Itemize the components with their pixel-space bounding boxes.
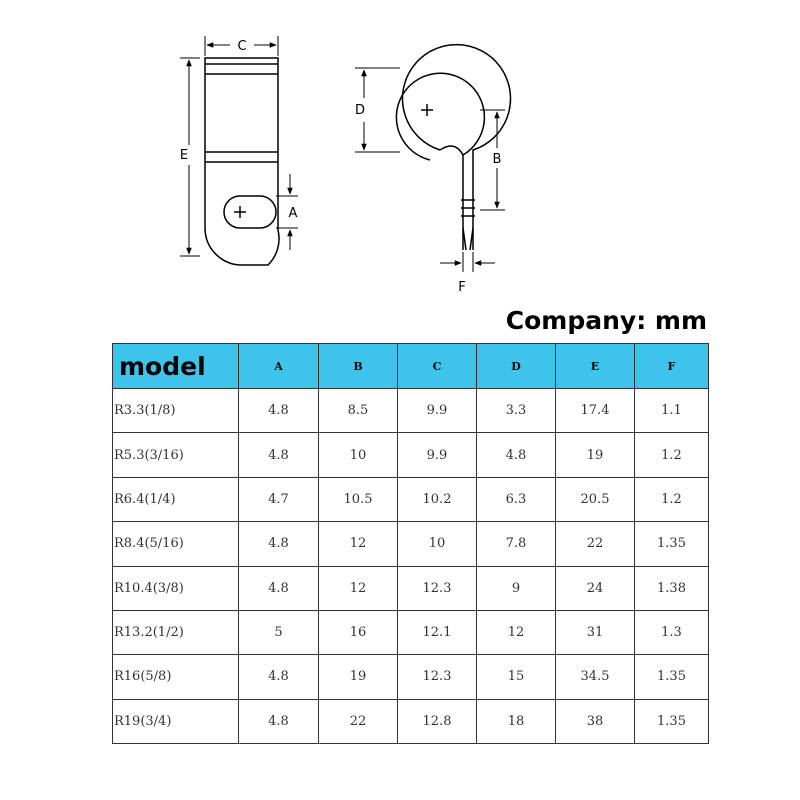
header-e: E xyxy=(555,343,635,389)
cell-b: 8.5 xyxy=(318,387,398,434)
cell-b: 16 xyxy=(318,609,398,656)
dimension-d xyxy=(355,67,400,153)
header-b: B xyxy=(318,343,398,389)
table-row: R10.4(3/8) 4.8 12 12.3 9 24 1.38 xyxy=(112,565,709,611)
cell-d: 3.3 xyxy=(476,387,556,434)
cell-d: 4.8 xyxy=(476,432,556,478)
cell-f: 1.35 xyxy=(634,698,709,745)
cell-f: 1.3 xyxy=(634,609,709,656)
table-row: R5.3(3/16) 4.8 10 9.9 4.8 19 1.2 xyxy=(112,432,709,478)
cell-e: 34.5 xyxy=(555,654,635,700)
cell-f: 1.1 xyxy=(634,387,709,434)
label-b: B xyxy=(493,152,502,167)
spec-table: model A B C D E F R3.3(1/8) 4.8 8.5 9.9 … xyxy=(112,343,709,745)
cell-f: 1.35 xyxy=(634,654,709,700)
cell-e: 20.5 xyxy=(555,476,635,523)
dimension-f xyxy=(440,252,495,272)
header-model: model xyxy=(112,343,239,389)
cell-model: R6.4(1/4) xyxy=(112,476,239,523)
cell-e: 24 xyxy=(555,565,635,611)
cell-c: 12.1 xyxy=(397,609,477,656)
dimension-b xyxy=(480,109,505,211)
header-a: A xyxy=(238,343,319,389)
header-f: F xyxy=(634,343,709,389)
cell-a: 4.8 xyxy=(238,387,319,434)
cell-b: 12 xyxy=(318,521,398,567)
table-row: R19(3/4) 4.8 22 12.8 18 38 1.35 xyxy=(112,698,709,745)
cell-a: 4.8 xyxy=(238,432,319,478)
cell-a: 4.8 xyxy=(238,521,319,567)
cell-b: 10.5 xyxy=(318,476,398,523)
cell-e: 19 xyxy=(555,432,635,478)
cell-a: 5 xyxy=(238,609,319,656)
table-row: R6.4(1/4) 4.7 10.5 10.2 6.3 20.5 1.2 xyxy=(112,476,709,523)
cell-c: 12.3 xyxy=(397,565,477,611)
cell-f: 1.2 xyxy=(634,432,709,478)
cell-d: 18 xyxy=(476,698,556,745)
cell-model: R5.3(3/16) xyxy=(112,432,239,478)
cell-c: 9.9 xyxy=(397,387,477,434)
cell-c: 12.3 xyxy=(397,654,477,700)
cell-f: 1.38 xyxy=(634,565,709,611)
clamp-dimension-diagram: C E A D B xyxy=(180,36,512,295)
cell-c: 10.2 xyxy=(397,476,477,523)
cell-d: 6.3 xyxy=(476,476,556,523)
cell-c: 10 xyxy=(397,521,477,567)
unit-caption: Company: mm xyxy=(505,306,707,335)
cell-b: 10 xyxy=(318,432,398,478)
cell-model: R13.2(1/2) xyxy=(112,609,239,656)
label-a: A xyxy=(289,206,298,221)
table-row: R3.3(1/8) 4.8 8.5 9.9 3.3 17.4 1.1 xyxy=(112,387,709,434)
label-f: F xyxy=(458,280,465,295)
cell-f: 1.2 xyxy=(634,476,709,523)
cell-model: R16(5/8) xyxy=(112,654,239,700)
cell-a: 4.7 xyxy=(238,476,319,523)
cell-f: 1.35 xyxy=(634,521,709,567)
cell-b: 19 xyxy=(318,654,398,700)
cell-d: 15 xyxy=(476,654,556,700)
cell-model: R8.4(5/16) xyxy=(112,521,239,567)
cell-a: 4.8 xyxy=(238,698,319,745)
label-c: C xyxy=(237,39,246,54)
side-view xyxy=(395,43,512,251)
dimension-a xyxy=(276,174,298,250)
cell-d: 7.8 xyxy=(476,521,556,567)
table-row: R16(5/8) 4.8 19 12.3 15 34.5 1.35 xyxy=(112,654,709,700)
cell-model: R19(3/4) xyxy=(112,698,239,745)
cell-c: 9.9 xyxy=(397,432,477,478)
cell-e: 38 xyxy=(555,698,635,745)
cell-a: 4.8 xyxy=(238,654,319,700)
cell-e: 17.4 xyxy=(555,387,635,434)
label-d: D xyxy=(355,103,365,118)
cell-b: 22 xyxy=(318,698,398,745)
cell-model: R3.3(1/8) xyxy=(112,387,239,434)
front-view xyxy=(204,57,280,266)
cell-model: R10.4(3/8) xyxy=(112,565,239,611)
label-e: E xyxy=(180,148,188,163)
header-c: C xyxy=(397,343,477,389)
table-row: R13.2(1/2) 5 16 12.1 12 31 1.3 xyxy=(112,609,709,656)
dimension-e xyxy=(180,57,200,257)
cell-e: 31 xyxy=(555,609,635,656)
table-header-row: model A B C D E F xyxy=(112,343,709,389)
cell-e: 22 xyxy=(555,521,635,567)
table-row: R8.4(5/16) 4.8 12 10 7.8 22 1.35 xyxy=(112,521,709,567)
cell-b: 12 xyxy=(318,565,398,611)
cell-c: 12.8 xyxy=(397,698,477,745)
cell-d: 12 xyxy=(476,609,556,656)
cell-d: 9 xyxy=(476,565,556,611)
header-d: D xyxy=(476,343,556,389)
cell-a: 4.8 xyxy=(238,565,319,611)
dimension-c xyxy=(204,36,279,56)
